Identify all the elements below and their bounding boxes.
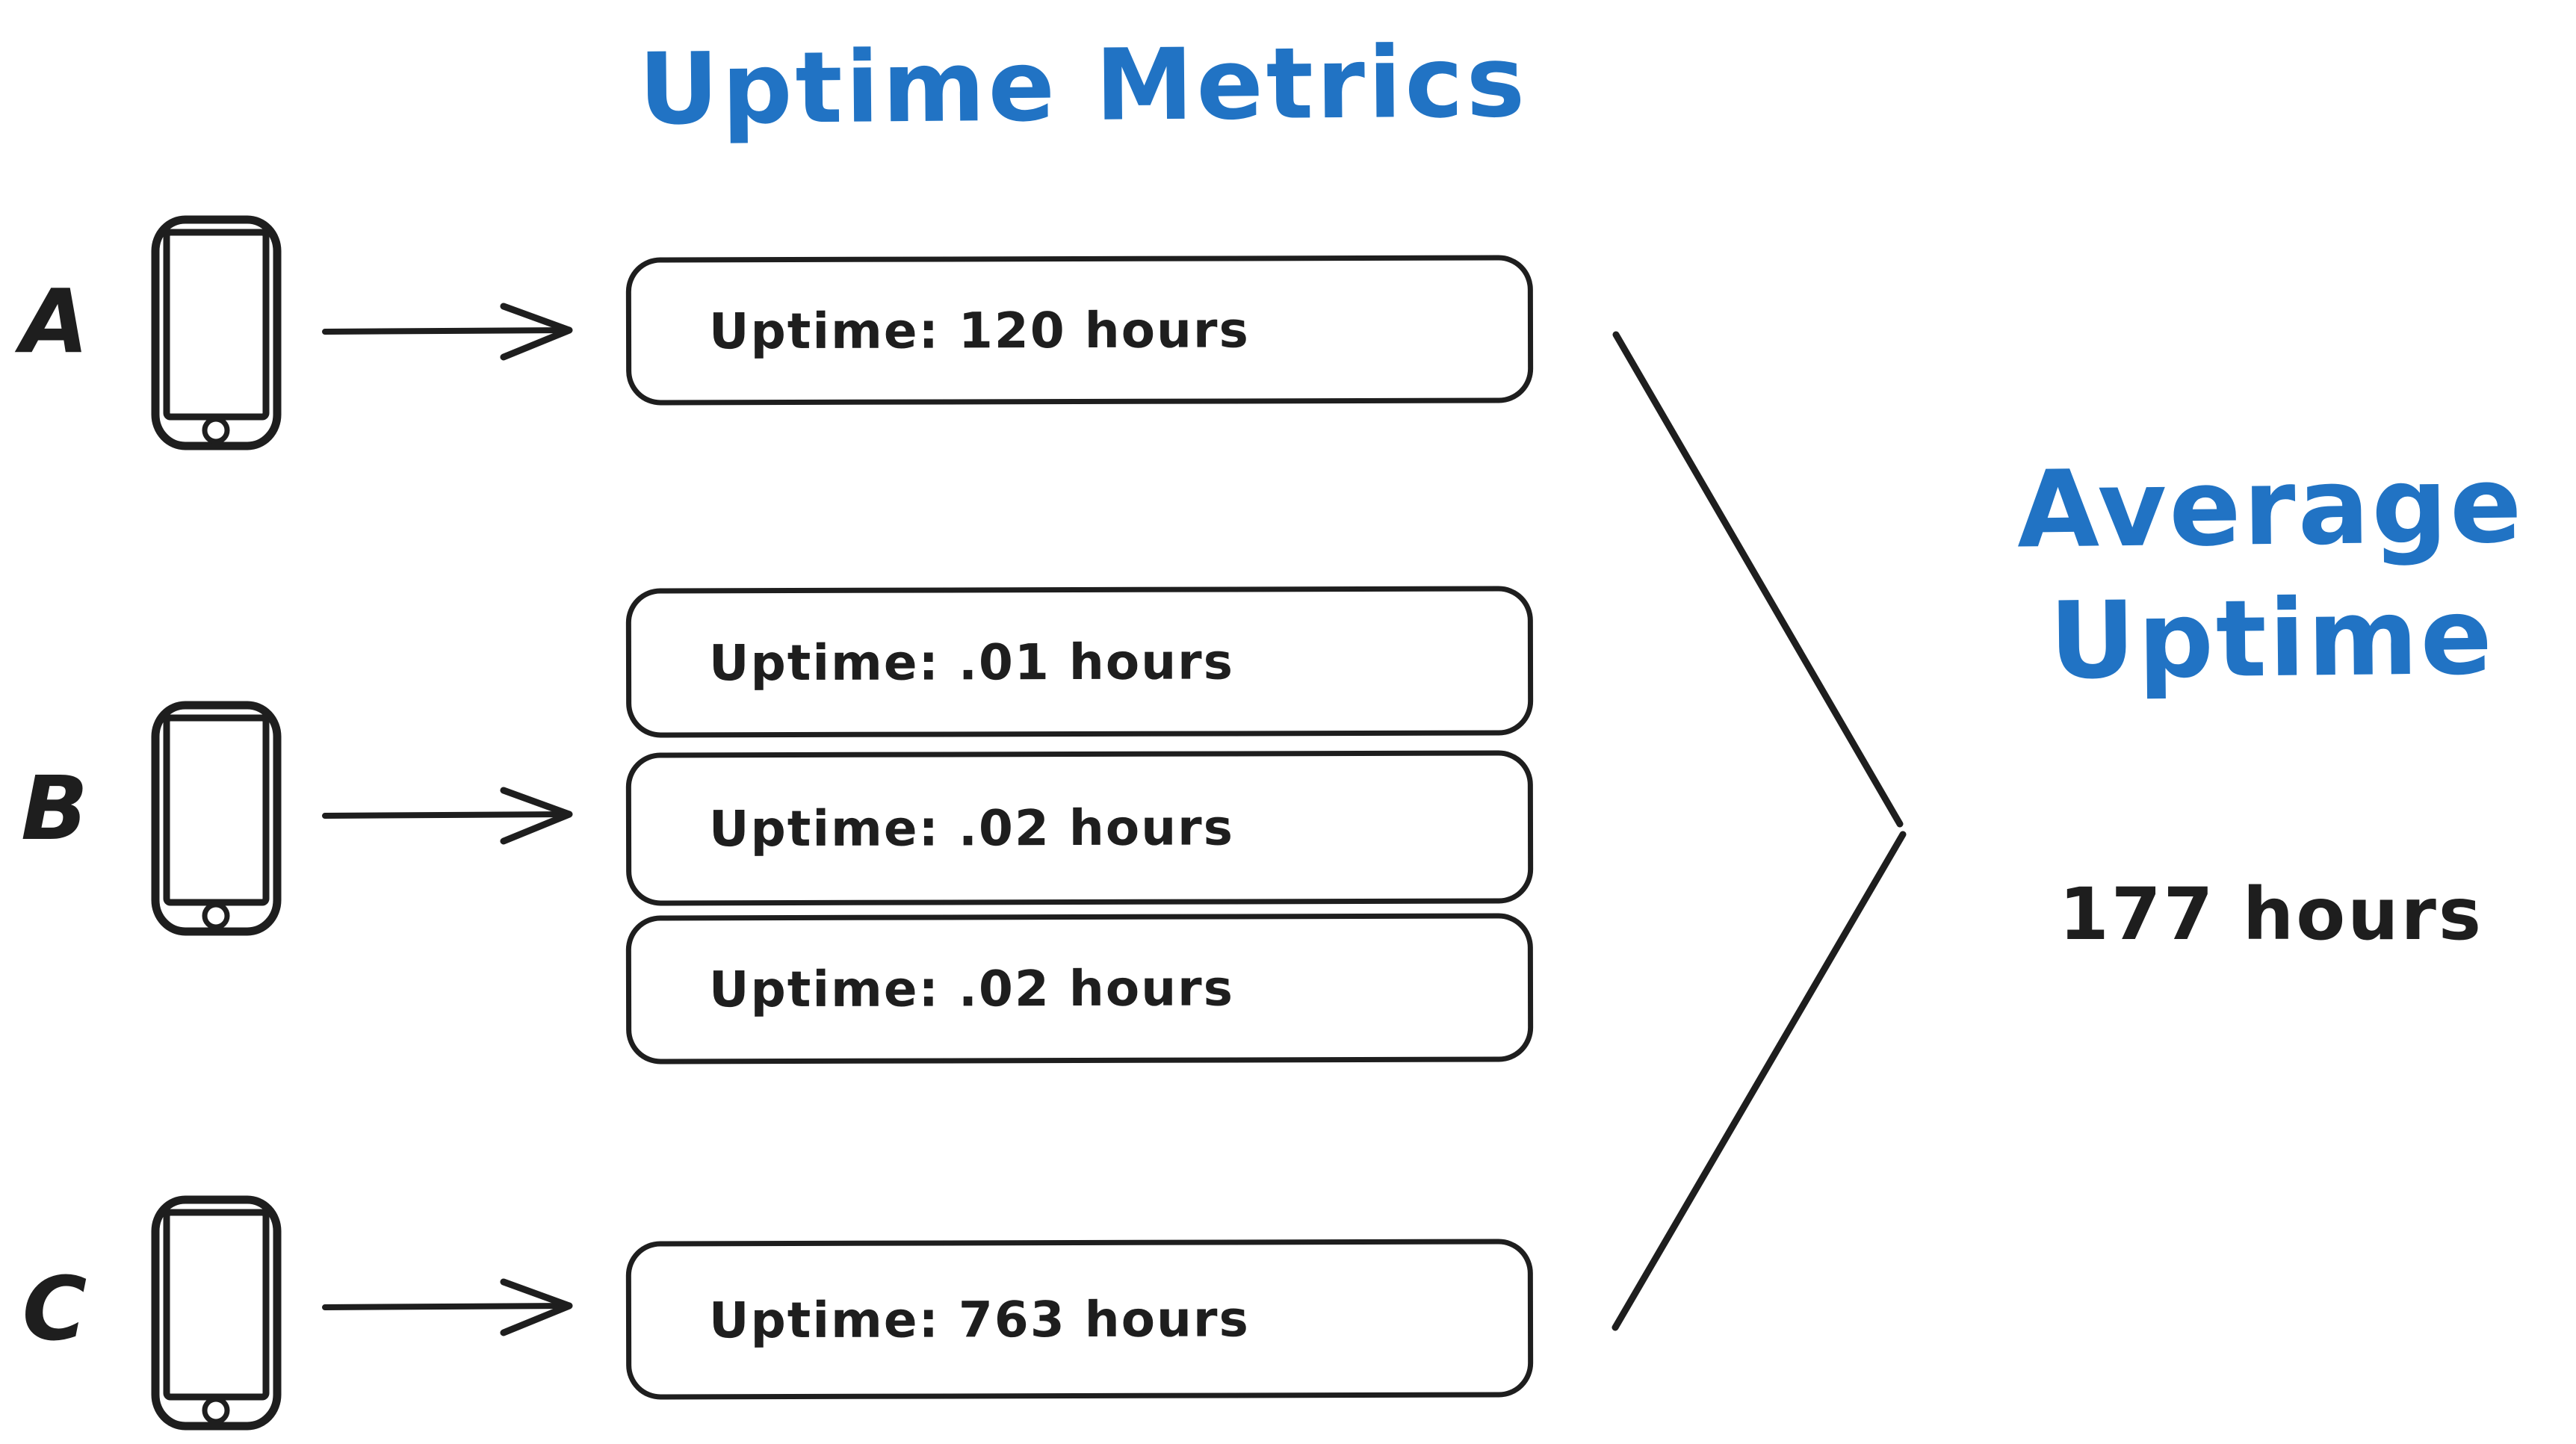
average-uptime-heading-line1: Average [2016,443,2525,572]
uptime-box: Uptime: .02 hours [625,913,1534,1065]
arrow-right-icon [322,1278,573,1336]
average-uptime-heading-line2: Uptime [2049,574,2495,704]
uptime-value-text: Uptime: 120 hours [708,300,1250,360]
uptime-value-text: Uptime: .02 hours [708,799,1235,858]
uptime-box: Uptime: 120 hours [625,255,1534,406]
merge-chevron-icon [1611,331,1907,1331]
smartphone-icon [151,1195,282,1431]
average-uptime-heading: Average Uptime [1986,439,2557,708]
smartphone-icon [151,215,282,450]
uptime-box: Uptime: 763 hours [625,1239,1534,1400]
uptime-box: Uptime: .02 hours [625,750,1534,906]
arrow-right-icon [322,787,573,845]
device-label-c: C [22,1257,87,1360]
average-uptime-value: 177 hours [2059,873,2483,956]
uptime-box: Uptime: .01 hours [625,586,1534,738]
uptime-value-text: Uptime: .02 hours [708,959,1235,1019]
arrow-right-icon [322,303,573,361]
uptime-value-text: Uptime: 763 hours [708,1289,1250,1349]
smartphone-icon [151,701,282,936]
diagram-title: Uptime Metrics [638,24,1529,148]
device-label-b: B [21,757,88,860]
device-label-a: A [20,270,89,373]
uptime-value-text: Uptime: .01 hours [708,632,1235,692]
